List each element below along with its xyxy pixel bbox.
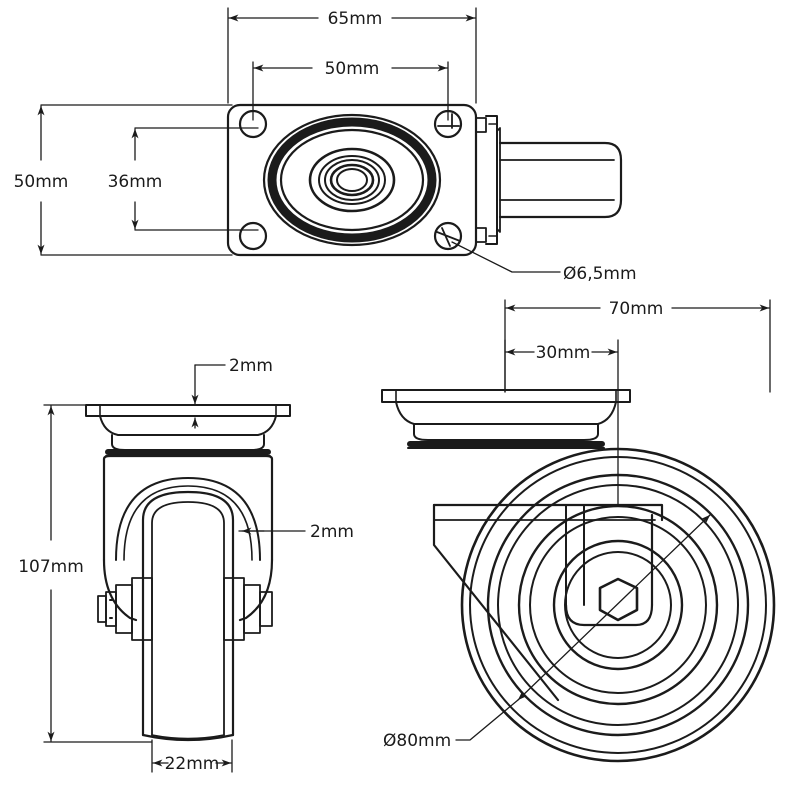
front-plate-underside: [99, 415, 277, 436]
front-fork-sides: [102, 457, 274, 562]
dimension-30mm: [504, 339, 619, 506]
dimension-label-2mm-tread: 2mm: [310, 522, 354, 542]
front-fork-legs: [102, 558, 274, 622]
dimension-36mm: [131, 127, 259, 231]
dimension-label-65mm: 65mm: [328, 9, 383, 29]
dimension-label-30mm: 30mm: [536, 343, 591, 363]
axle-stub-lines: [499, 159, 615, 201]
front-fork-top: [102, 454, 274, 461]
leader-bolt-hole-diameter: [451, 241, 561, 273]
front-wheel-top-arc: [115, 477, 261, 561]
dimension-label-50mm-holes: 50mm: [325, 59, 380, 79]
front-bolt-left-tip: [97, 595, 107, 623]
kingpin-ring-4: [329, 163, 375, 197]
bolt-hole-bottom-left: [238, 221, 268, 251]
front-plate-ends: [99, 404, 277, 417]
leader-line-6-5mm: [451, 241, 561, 273]
dimension-label-50mm-width: 50mm: [14, 172, 69, 192]
front-tyre-outline: [141, 490, 235, 737]
dimension-label-107mm: 107mm: [18, 557, 84, 577]
dimension-50mm-width: [37, 104, 233, 256]
side-swivel-collar: [413, 423, 599, 441]
side-wheel-ring-4: [517, 504, 719, 706]
leader-wheel-diameter: [455, 514, 711, 741]
kingpin-ring-5: [336, 168, 368, 192]
dimension-label-22mm: 22mm: [165, 754, 220, 774]
fork-tab-top: [475, 117, 487, 133]
side-plate-top: [381, 389, 631, 403]
leader-line-80mm: [455, 699, 519, 741]
front-view-geometry: [85, 404, 291, 742]
bolt-hole-bottom-right: [433, 221, 463, 251]
kingpin-ring-2: [318, 155, 386, 205]
kingpin-ring-3: [324, 159, 380, 201]
bolt-hole-bottom-right-mark2: [441, 227, 451, 247]
top-view-geometry: [226, 103, 623, 257]
dimension-label-bolt-hole-diameter: Ø6,5mm: [563, 264, 637, 284]
dimension-22mm: [151, 739, 233, 773]
fork-plate-edge: [485, 115, 498, 245]
fork-plate-lines: [488, 123, 498, 237]
side-axle-hex-nut: [598, 577, 639, 622]
bolt-hole-bottom-right-mark: [436, 231, 461, 242]
side-plate-underside: [395, 401, 617, 425]
mounting-plate-outline: [226, 103, 478, 257]
swivel-raceway-outer: [262, 113, 442, 247]
side-view-geometry: [381, 389, 776, 763]
side-wheel-ring-2: [486, 473, 750, 737]
front-wheel-top-arc-2: [123, 485, 253, 561]
kingpin-ring-1: [308, 147, 396, 213]
dimension-2mm-plate: [191, 364, 226, 429]
swivel-raceway-inner: [267, 117, 437, 243]
side-plate-ends: [395, 389, 617, 403]
side-fork-diagonal-outer: [432, 503, 560, 702]
dimension-label-2mm-plate: 2mm: [229, 356, 273, 376]
dimension-50mm-holes: [252, 61, 449, 121]
front-plate-top: [85, 404, 291, 417]
dimension-label-36mm: 36mm: [108, 172, 163, 192]
dimension-label-70mm: 70mm: [609, 299, 664, 319]
side-wheel-ring-3: [497, 484, 739, 726]
front-bolt-marks: [109, 599, 113, 619]
dimension-107mm: [43, 404, 153, 743]
axle-stub-outline: [498, 141, 623, 219]
front-bolt-right-head: [259, 591, 273, 627]
front-swivel-collar: [111, 434, 265, 451]
diameter-line-80mm: [517, 514, 711, 701]
fork-tab-bottom: [475, 227, 487, 243]
front-tyre-bottom: [141, 733, 235, 742]
dimension-label-wheel-diameter: Ø80mm: [383, 731, 451, 751]
front-tyre-inner: [151, 501, 225, 736]
swivel-raceway-inner-edge: [279, 128, 425, 232]
dimension-65mm: [227, 7, 477, 104]
fork-body-edge: [496, 127, 501, 233]
front-tyre-bottom-inner: [151, 734, 225, 740]
